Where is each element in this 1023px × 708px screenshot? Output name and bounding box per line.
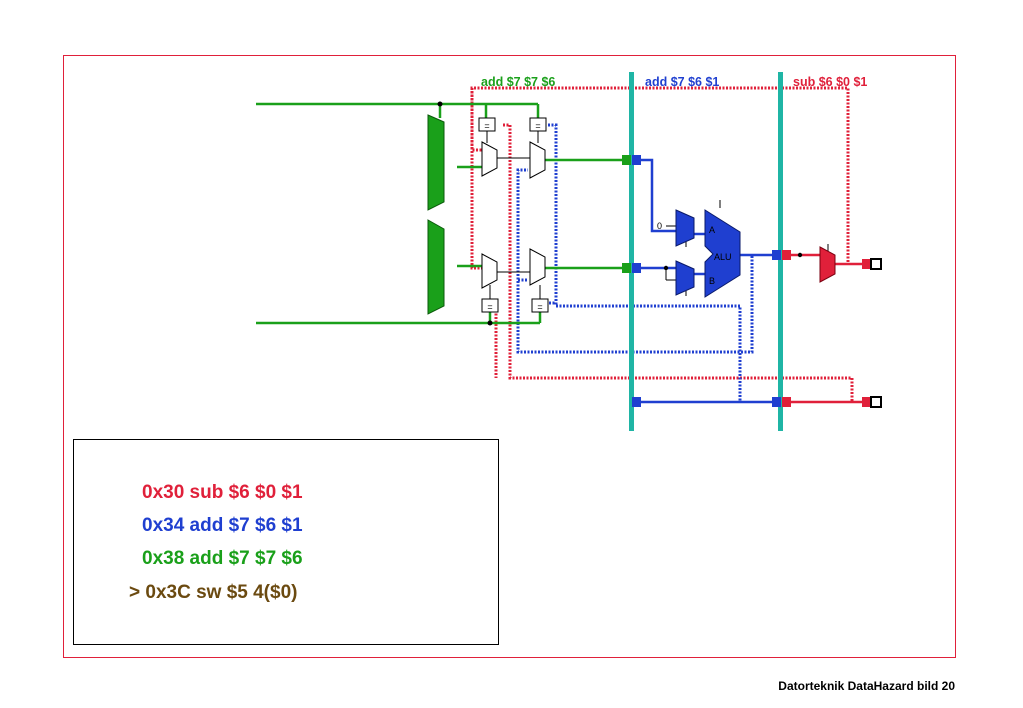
comparator-control-lines xyxy=(486,131,541,299)
blue-forward-wires xyxy=(516,123,754,402)
output-latches xyxy=(862,258,882,408)
comparator-symbol: = xyxy=(535,121,540,131)
stage-label-ex: add $7 $6 $1 xyxy=(645,75,719,89)
mux-b2 xyxy=(529,248,546,286)
alu-input-b-label: B xyxy=(709,276,715,286)
slide-footer: Datorteknik DataHazard bild 20 xyxy=(778,679,955,693)
stage-label-id: add $7 $7 $6 xyxy=(481,75,555,89)
mux-b1 xyxy=(481,253,498,289)
constant-zero-label: 0 xyxy=(657,221,662,231)
comparator-symbol: = xyxy=(487,302,492,312)
pipeline-register-ex xyxy=(629,72,634,431)
register-file xyxy=(427,101,493,326)
stage-label-mem: sub $6 $0 $1 xyxy=(793,75,867,89)
forward-muxes xyxy=(481,141,546,289)
mem-mux xyxy=(819,246,836,283)
instruction-line: 0x30 sub $6 $0 $1 xyxy=(142,482,303,503)
register-file-read-port-2 xyxy=(427,219,445,315)
alu-label: ALU xyxy=(714,252,732,262)
register-file-read-port-1 xyxy=(427,114,445,211)
mux-a2 xyxy=(529,141,546,179)
comparator-symbol: = xyxy=(537,302,542,312)
mux-links xyxy=(497,157,530,273)
alu-input-a-label: A xyxy=(709,225,715,235)
red-mem-wires xyxy=(791,253,862,404)
register-latches xyxy=(622,155,791,407)
hazard-comparators xyxy=(478,117,549,313)
instruction-list-box: 0x30 sub $6 $0 $1 0x34 add $7 $6 $1 0x38… xyxy=(73,439,499,645)
red-forward-wires xyxy=(470,86,854,402)
instruction-line: 0x38 add $7 $7 $6 xyxy=(142,548,303,569)
blue-ex-wires xyxy=(641,158,772,404)
alu-mux-b xyxy=(675,260,695,296)
comparator-labels: = = = = xyxy=(484,121,542,312)
instruction-line: 0x34 add $7 $6 $1 xyxy=(142,515,303,536)
instruction-line-current: > 0x3C sw $5 4($0) xyxy=(129,582,298,603)
alu-block xyxy=(704,209,741,298)
mux-a1 xyxy=(481,141,498,177)
slide-frame xyxy=(63,55,956,658)
alu-input-muxes xyxy=(675,209,695,296)
comparator-symbol: = xyxy=(484,121,489,131)
alu-mux-a xyxy=(675,209,695,247)
